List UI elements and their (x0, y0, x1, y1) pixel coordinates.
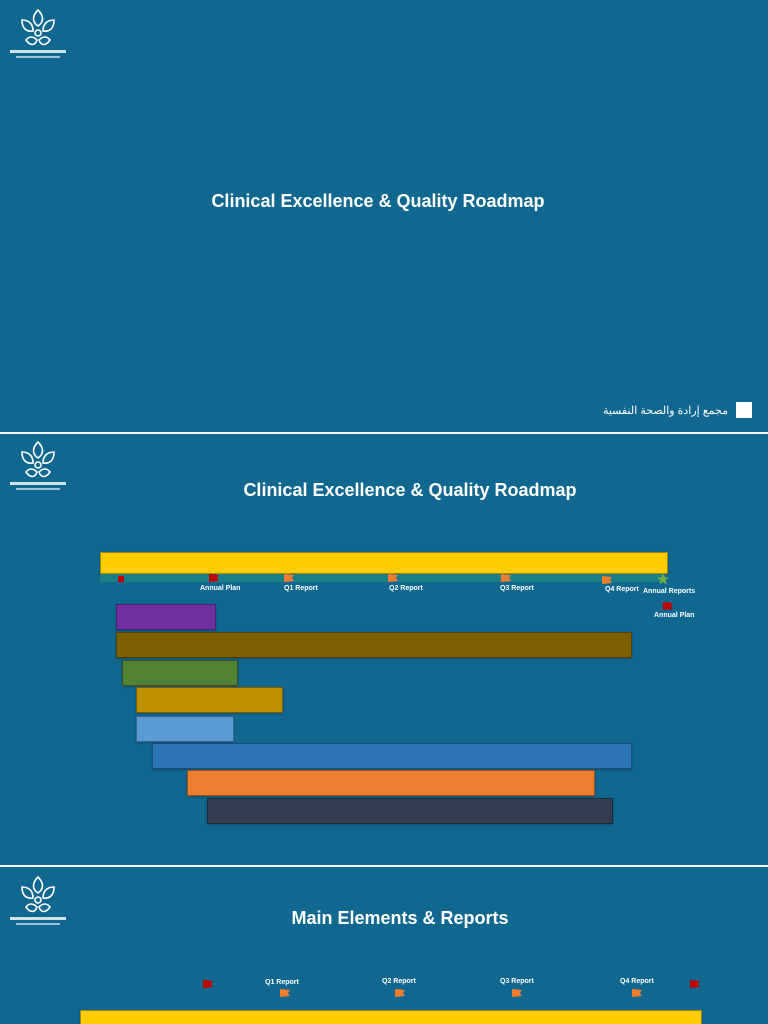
slide-1[interactable]: Clinical Excellence & Quality Roadmap مج… (0, 0, 768, 432)
flag-icon (388, 574, 398, 582)
gantt-bar (207, 798, 613, 824)
timeline-bar (80, 1010, 702, 1024)
flag-icon (395, 989, 405, 997)
flag-icon (602, 576, 612, 584)
logo-icon (8, 438, 68, 494)
footer-square-icon (736, 402, 752, 418)
slide-title: Clinical Excellence & Quality Roadmap (211, 191, 545, 211)
milestone-label: Annual Plan (654, 612, 695, 619)
flag-icon (501, 574, 511, 582)
gantt-bar (152, 743, 632, 769)
slide-divider (0, 432, 768, 434)
gantt-bar (136, 687, 283, 713)
slide-title: Clinical Excellence & Quality Roadmap (243, 480, 577, 500)
gantt-bar (136, 716, 234, 742)
timeline-track (100, 574, 666, 582)
flag-icon (632, 989, 642, 997)
milestone-label: Annual Reports (643, 588, 696, 595)
footer-text: مجمع إرادة والصحة النفسية (602, 404, 728, 417)
flag-icon (280, 989, 290, 997)
milestone-label: Q3 Report (500, 585, 534, 592)
flag-icon (690, 980, 700, 988)
flag-icon (203, 980, 213, 988)
flag-icon (663, 602, 673, 610)
gantt-bar (122, 660, 238, 686)
footer: مجمع إرادة والصحة النفسية (603, 402, 752, 418)
slide-title: Main Elements & Reports (291, 908, 509, 928)
milestone-label: Q1 Report (284, 585, 318, 592)
logo-icon (8, 6, 68, 62)
milestone-label: Q4 Report (620, 978, 654, 985)
milestone-label: Q4 Report (605, 586, 639, 593)
timeline-bar (100, 552, 668, 574)
milestone-label: Q3 Report (500, 978, 534, 985)
gantt-bar (116, 632, 632, 658)
milestone-label: Annual Plan (200, 585, 241, 592)
slide-2[interactable]: Clinical Excellence & Quality Roadmap An… (0, 434, 768, 865)
milestone-label: Q1 Report (265, 979, 299, 986)
gantt-bar (187, 770, 595, 796)
slide-3[interactable]: Main Elements & Reports Q1 Report Q2 Rep… (0, 867, 768, 1024)
logo-icon (8, 873, 68, 929)
slide-divider (0, 865, 768, 867)
flag-icon (284, 574, 294, 582)
milestone-label: Q2 Report (389, 585, 423, 592)
milestone-label: Q2 Report (382, 978, 416, 985)
flag-icon (209, 574, 219, 582)
star-icon (657, 573, 669, 585)
flag-icon (512, 989, 522, 997)
gantt-bar (116, 604, 216, 630)
flag-icon (118, 576, 128, 584)
